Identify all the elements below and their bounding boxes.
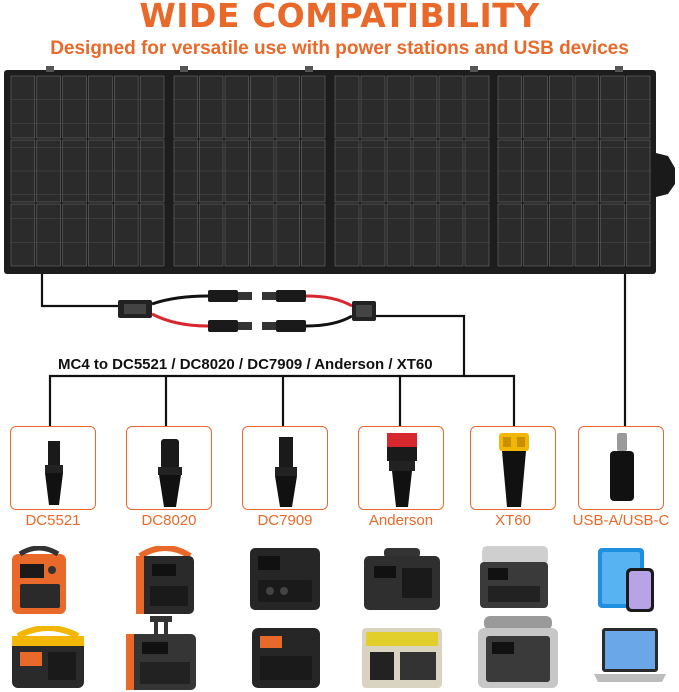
dc7909-plug-icon bbox=[275, 437, 297, 507]
connector-box-dc5521 bbox=[10, 426, 96, 510]
solar-cell bbox=[334, 203, 360, 267]
connector-box-dc8020 bbox=[126, 426, 212, 510]
power-station-orange-small bbox=[12, 546, 66, 614]
solar-cell bbox=[199, 203, 224, 267]
solar-cell bbox=[88, 75, 113, 139]
solar-cell bbox=[334, 75, 360, 139]
solar-cell bbox=[139, 203, 165, 267]
power-station-yellow bbox=[362, 628, 442, 688]
solar-cell bbox=[386, 203, 412, 267]
cable-lines bbox=[40, 274, 627, 426]
solar-cell bbox=[574, 75, 600, 139]
connector-label-xt60: XT60 bbox=[495, 512, 531, 529]
solar-cell bbox=[301, 75, 326, 139]
solar-cell bbox=[250, 75, 275, 139]
connector-box-xt60 bbox=[470, 426, 556, 510]
tablet-phone-icon bbox=[598, 548, 654, 612]
solar-cell bbox=[10, 75, 36, 139]
solar-cell bbox=[464, 203, 490, 267]
solar-cell bbox=[199, 75, 224, 139]
solar-cell bbox=[497, 203, 523, 267]
page-title: WIDE COMPATIBILITY bbox=[139, 0, 540, 35]
solar-cell bbox=[386, 75, 412, 139]
solar-cell bbox=[114, 75, 139, 139]
xt60-plug-icon bbox=[499, 433, 529, 507]
solar-cell bbox=[88, 203, 113, 267]
solar-cell bbox=[62, 203, 87, 267]
solar-cell bbox=[548, 203, 574, 267]
connector-box-usb bbox=[578, 426, 664, 510]
dc5521-plug-icon bbox=[45, 441, 63, 505]
solar-cell bbox=[412, 75, 438, 139]
solar-cell bbox=[497, 75, 523, 139]
power-station-dark bbox=[252, 628, 320, 688]
solar-cell bbox=[600, 75, 625, 139]
solar-cell bbox=[625, 75, 651, 139]
power-station-orange-wide bbox=[12, 626, 84, 688]
power-station-grey bbox=[480, 546, 548, 608]
solar-panel bbox=[4, 66, 675, 274]
usb-c-plug-icon bbox=[610, 433, 634, 501]
power-station-silver bbox=[478, 616, 558, 688]
solar-cell bbox=[10, 203, 36, 267]
connector-label-anderson: Anderson bbox=[368, 512, 434, 529]
connector-box-anderson bbox=[358, 426, 444, 510]
power-station-black-large bbox=[250, 548, 320, 610]
page-subtitle: Designed for versatile use with power st… bbox=[50, 38, 629, 59]
solar-cell bbox=[438, 75, 464, 139]
solar-cell bbox=[275, 75, 300, 139]
dc8020-plug-icon bbox=[158, 439, 182, 507]
anderson-plug-icon bbox=[387, 433, 417, 507]
solar-cell bbox=[464, 75, 490, 139]
solar-cell bbox=[114, 203, 139, 267]
solar-cell bbox=[173, 75, 198, 139]
solar-cell bbox=[412, 203, 438, 267]
solar-cell bbox=[224, 75, 249, 139]
mc4-y-splitter bbox=[118, 290, 376, 332]
solar-cell bbox=[275, 203, 300, 267]
connector-box-dc7909 bbox=[242, 426, 328, 510]
solar-cell bbox=[523, 75, 548, 139]
connector-label-dc8020: DC8020 bbox=[141, 512, 197, 529]
power-station-handle bbox=[364, 548, 440, 610]
power-station-trolley bbox=[126, 616, 196, 690]
power-station-orange-black bbox=[136, 546, 194, 614]
solar-cell bbox=[360, 203, 386, 267]
connector-label-dc7909: DC7909 bbox=[257, 512, 313, 529]
solar-cell bbox=[301, 203, 326, 267]
solar-cell bbox=[574, 203, 600, 267]
connector-label-usb: USB-A/USB-C bbox=[572, 512, 670, 529]
solar-cell bbox=[438, 203, 464, 267]
cable-type-label: MC4 to DC5521 / DC8020 / DC7909 / Anders… bbox=[58, 356, 433, 373]
laptop-icon bbox=[594, 628, 666, 682]
solar-cell bbox=[600, 203, 625, 267]
solar-cell bbox=[224, 203, 249, 267]
solar-cell bbox=[548, 75, 574, 139]
solar-cell bbox=[173, 203, 198, 267]
solar-cell bbox=[36, 203, 61, 267]
solar-cell bbox=[139, 75, 165, 139]
solar-cell bbox=[36, 75, 61, 139]
solar-cell bbox=[62, 75, 87, 139]
solar-cell bbox=[250, 203, 275, 267]
solar-cell bbox=[523, 203, 548, 267]
solar-cell bbox=[625, 203, 651, 267]
connector-label-dc5521: DC5521 bbox=[25, 512, 81, 529]
solar-cell bbox=[360, 75, 386, 139]
